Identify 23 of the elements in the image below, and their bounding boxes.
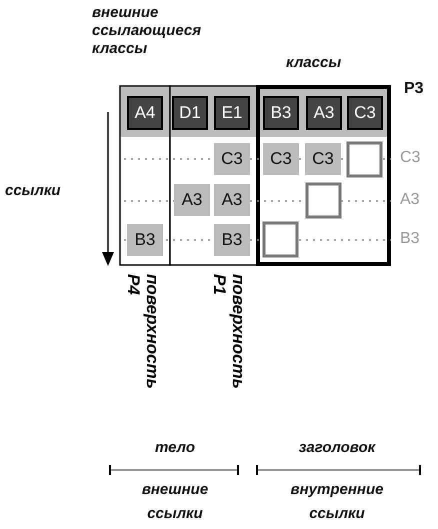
- heading: внешние ссылающиеся классы: [92, 4, 202, 58]
- class-header: A4: [127, 96, 163, 130]
- class-tag: C3: [305, 143, 341, 175]
- class-header: D1: [172, 96, 208, 130]
- class-tag: C3: [214, 143, 250, 175]
- class-header: C3: [347, 96, 383, 130]
- heading: классы: [286, 54, 342, 72]
- section-label: тело: [154, 439, 196, 457]
- class-header: B3: [263, 96, 299, 130]
- class-tag: B3: [127, 224, 163, 256]
- class-tag: A3: [174, 184, 210, 216]
- section-label: заголовок: [298, 439, 377, 457]
- class-header: E1: [214, 96, 250, 130]
- panel-label: P3: [404, 80, 424, 98]
- axis-label: ссылки: [5, 182, 61, 200]
- section-label: внешние ссылки: [140, 480, 210, 524]
- class-tag: C3: [263, 143, 299, 175]
- surface-label: поверхность P1: [210, 274, 248, 391]
- class-header: A3: [306, 96, 342, 130]
- class-tag: B3: [214, 224, 250, 256]
- class-tag: A3: [214, 184, 250, 216]
- surface-label: поверхность P4: [124, 274, 162, 391]
- section-label: внутренние ссылки: [290, 480, 384, 524]
